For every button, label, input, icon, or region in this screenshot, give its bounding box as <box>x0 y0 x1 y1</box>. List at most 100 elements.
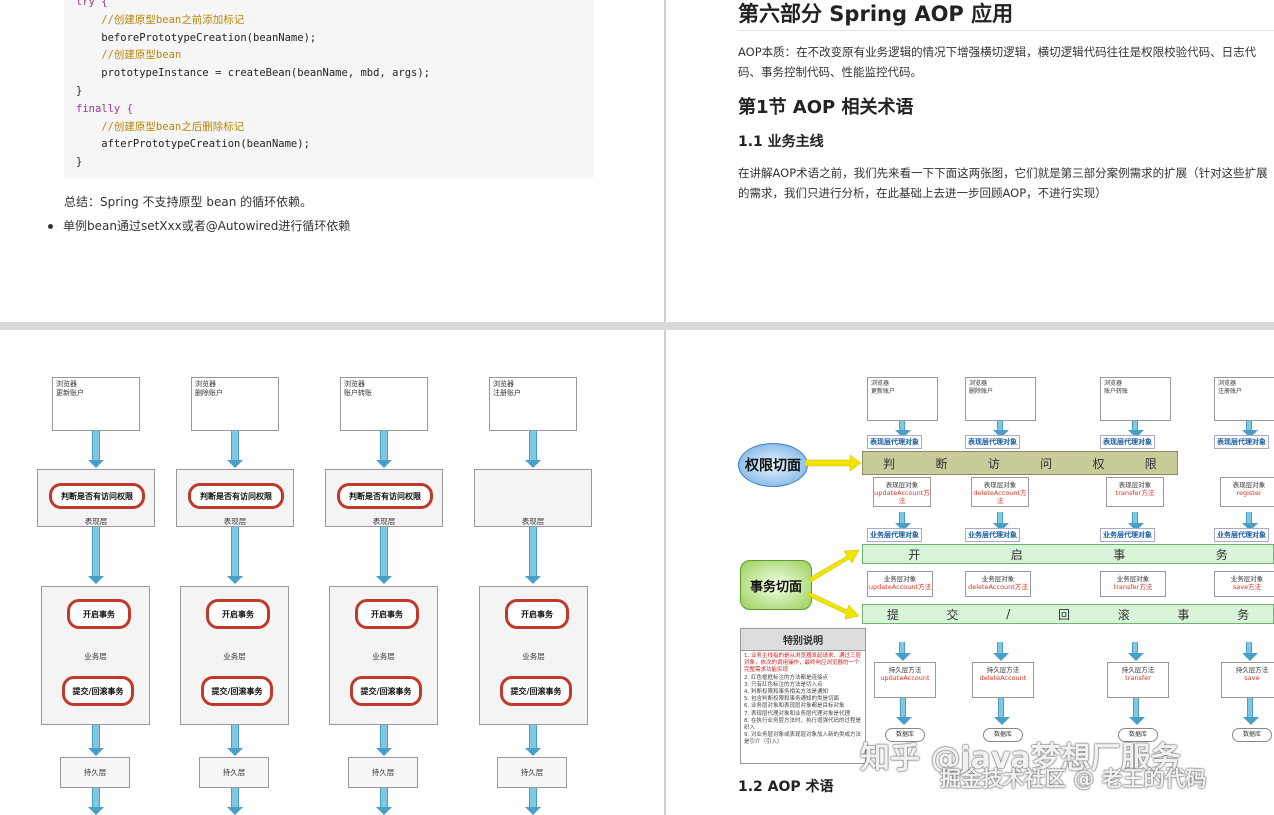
business-proxy-label: 业务层代理对象 <box>1214 528 1269 542</box>
browser-box: 浏览器更新账户 <box>52 377 140 431</box>
down-arrow <box>1246 512 1252 524</box>
database: 数据库 <box>1232 728 1272 742</box>
browser-label: 更新账户 <box>56 389 136 398</box>
presentation-label: 表现层 <box>326 516 442 527</box>
persistence-method-box: 持久层方法updateAccount <box>874 662 936 698</box>
bullet-dot <box>48 224 53 229</box>
aop-intro-paragraph: AOP本质：在不改变原有业务逻辑的情况下增强横切逻辑，横切逻辑代码往往是权限校验… <box>738 42 1274 82</box>
note-line: 9. 对业务层对象或表现层对象加入新的类或方法是引介（引入） <box>744 732 862 746</box>
business-object-label: 业务层对象 <box>982 575 1015 583</box>
business-method-label: transfer方法 <box>1101 583 1165 591</box>
open-transaction-pill: 开启事务 <box>505 599 569 629</box>
commit-transaction-pill: 提交/回滚事务 <box>62 676 134 706</box>
persistence-layer: 持久层 <box>497 757 567 788</box>
open-band-char: 事 <box>1113 546 1125 563</box>
persistence-layer: 持久层 <box>348 757 418 788</box>
browser-label: 更新账户 <box>871 388 934 396</box>
business-proxy-label: 业务层代理对象 <box>965 528 1020 542</box>
presentation-object-label: 表现层对象 <box>984 481 1017 489</box>
browser-box: 浏览器删除账户 <box>191 377 279 431</box>
business-line-heading: 1.1 业务主线 <box>738 131 824 151</box>
code-line: } <box>76 154 582 172</box>
summary-text: 总结：Spring 不支持原型 bean 的循环依赖。 <box>64 193 312 210</box>
code-block: try { //创建原型bean之前添加标记 beforePrototypeCr… <box>64 0 594 178</box>
note-line: 2. 红色框框标注的方法都是连接点 <box>744 675 862 682</box>
browser-label: 浏览器 <box>493 380 573 389</box>
aop-terms-heading: 1.2 AOP 术语 <box>738 776 834 796</box>
persistence-method-box: 持久层方法transfer <box>1107 662 1169 698</box>
down-arrow <box>380 527 388 577</box>
business-label: 业务层 <box>181 651 288 662</box>
presentation-method-label: register <box>1221 489 1274 497</box>
browser-label: 删除账户 <box>969 388 1032 396</box>
browser-label: 浏览器 <box>871 380 934 388</box>
presentation-proxy-label: 表现层代理对象 <box>1214 435 1269 449</box>
down-arrow <box>529 431 537 461</box>
browser-box: 浏览器更新账户 <box>867 377 938 421</box>
business-method-label: updateAccount方法 <box>868 583 932 591</box>
note-line: 6. 业务层对象和表现层对象都是目标对象 <box>744 703 862 710</box>
note-title: 特别说明 <box>741 629 865 651</box>
browser-box: 浏览器注册账户 <box>489 377 577 431</box>
business-object-label: 业务层对象 <box>884 575 917 583</box>
business-line-paragraph: 在讲解AOP术语之前，我们先来看一下下面这两张图，它们就是第三部分案例需求的扩展… <box>738 163 1274 203</box>
commit-rollback-band: 提交/回滚事务 <box>862 604 1274 624</box>
permission-band-char: 断 <box>935 455 947 472</box>
browser-label: 注册账户 <box>1218 388 1274 396</box>
auth-check-pill: 判断是否有访问权限 <box>188 483 284 509</box>
down-arrow <box>899 642 905 654</box>
browser-label: 浏览器 <box>195 380 275 389</box>
down-arrow <box>92 788 100 808</box>
commit-band-char: 交 <box>947 606 959 623</box>
business-layer: 开启事务业务层提交/回滚事务 <box>41 586 150 725</box>
transaction-aspect-label: 事务切面 <box>750 576 802 595</box>
code-line: prototypeInstance = createBean(beanName,… <box>76 65 582 83</box>
down-arrow <box>231 725 239 749</box>
browser-label: 账户转账 <box>344 389 424 398</box>
browser-box: 浏览器删除账户 <box>965 377 1036 421</box>
permission-aspect-label: 权限切面 <box>745 455 801 475</box>
persistence-layer: 持久层 <box>60 757 130 788</box>
commit-band-char: 事 <box>1177 606 1189 623</box>
open-transaction-pill: 开启事务 <box>355 599 419 629</box>
down-arrow <box>380 788 388 808</box>
presentation-object-box: 表现层对象updateAccount方法 <box>873 477 931 507</box>
browser-label: 浏览器 <box>56 380 136 389</box>
presentation-object-label: 表现层对象 <box>1233 481 1266 489</box>
business-layer: 开启事务业务层提交/回滚事务 <box>329 586 438 725</box>
business-proxy-label: 业务层代理对象 <box>1100 528 1155 542</box>
down-arrow <box>231 527 239 577</box>
presentation-label: 表现层 <box>177 516 293 527</box>
open-band-char: 务 <box>1216 546 1228 563</box>
open-band-char: 开 <box>908 546 920 563</box>
browser-label: 浏览器 <box>969 380 1032 388</box>
down-arrow <box>1132 512 1138 524</box>
browser-box: 浏览器账户转账 <box>340 377 428 431</box>
down-arrow <box>1133 698 1139 718</box>
business-label: 业务层 <box>330 651 437 662</box>
business-method-label: deleteAccount方法 <box>966 583 1030 591</box>
commit-band-char: 滚 <box>1118 606 1130 623</box>
down-arrow <box>899 421 905 431</box>
down-arrow <box>1246 642 1252 654</box>
persistence-layer: 持久层 <box>199 757 269 788</box>
down-arrow <box>1132 642 1138 654</box>
business-label: 业务层 <box>42 651 149 662</box>
section-heading: 第六部分 Spring AOP 应用 <box>738 0 1013 28</box>
permission-band-char: 判 <box>883 455 895 472</box>
commit-band-char: 提 <box>887 606 899 623</box>
business-label: 业务层 <box>480 651 587 662</box>
persistence-method-label: 持久层方法 <box>889 666 922 674</box>
down-arrow <box>900 698 906 718</box>
down-arrow <box>997 421 1003 431</box>
note-line: 7. 表现层代理对象和业务层代理对象是代理 <box>744 711 862 718</box>
down-arrow <box>92 431 100 461</box>
commit-band-char: 回 <box>1058 606 1070 623</box>
down-arrow <box>380 431 388 461</box>
browser-box: 浏览器账户转账 <box>1100 377 1171 421</box>
open-transaction-band: 开启事务 <box>862 544 1274 564</box>
open-band-char: 启 <box>1011 546 1023 563</box>
down-arrow <box>997 642 1003 654</box>
